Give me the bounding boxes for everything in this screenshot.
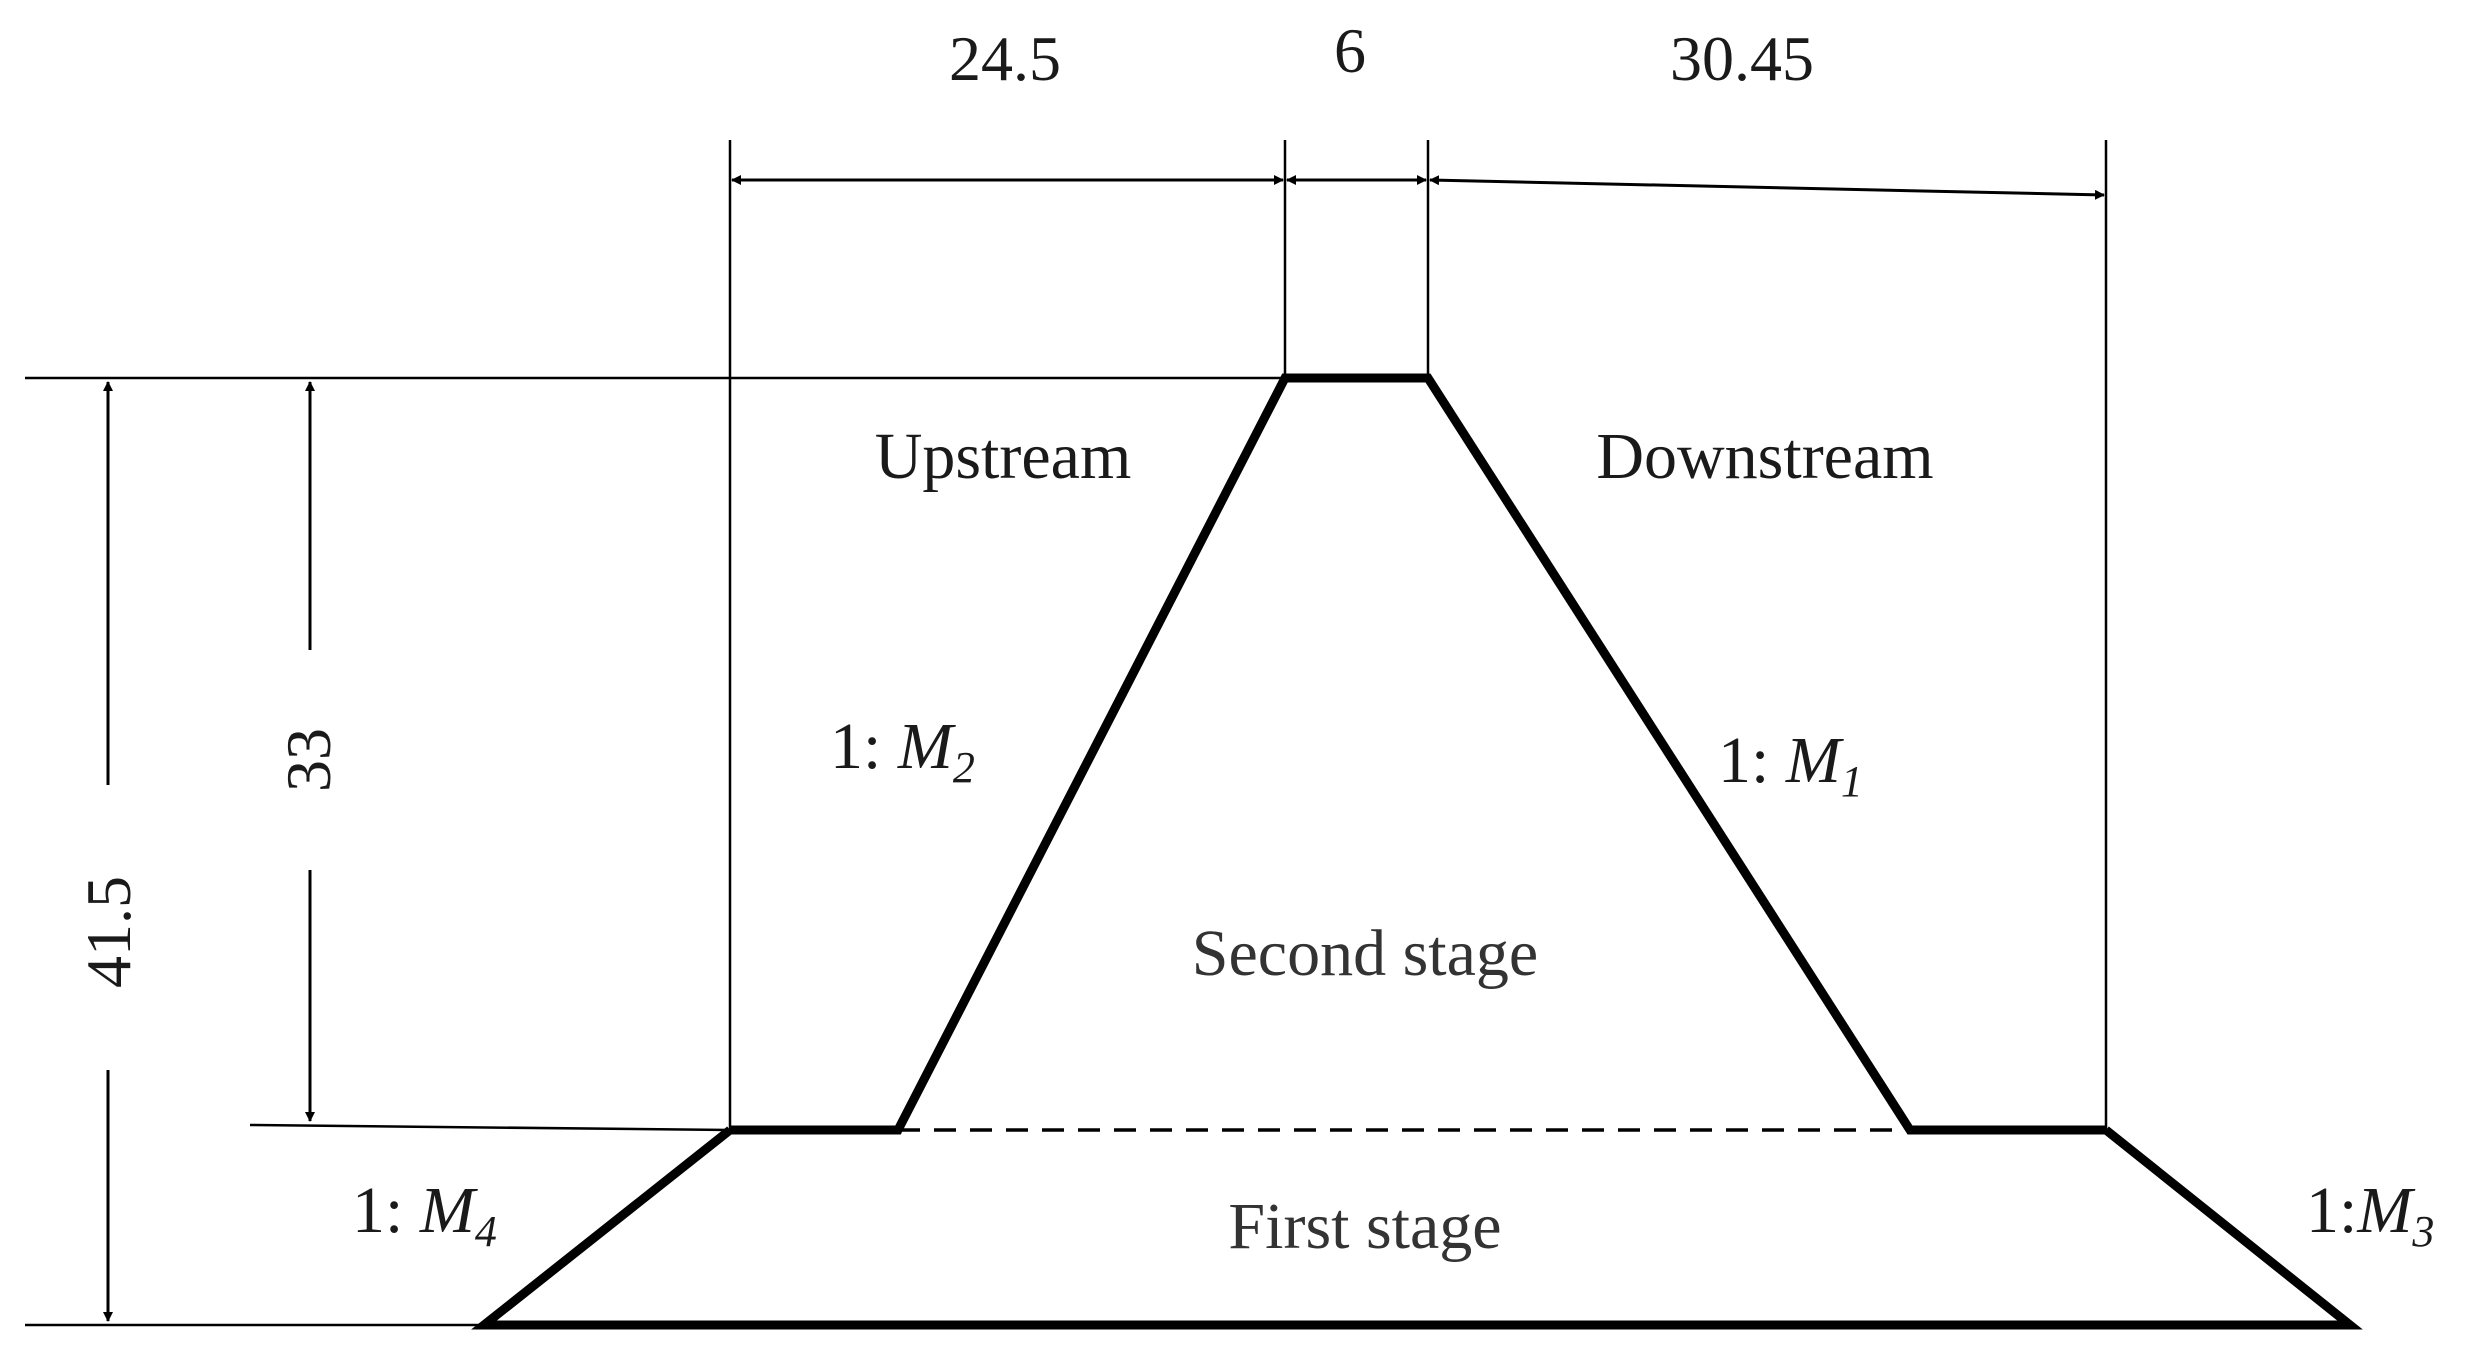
label-downstream: Downstream (1596, 420, 1933, 493)
slope-label-m1: 1: M1 (1718, 724, 1863, 806)
label-second-stage: Second stage (1192, 917, 1538, 990)
slope-label-m3: 1:M3 (2306, 1174, 2434, 1256)
dam-outline (471, 373, 2363, 1330)
slope-m3-symbol: M (2356, 1174, 2416, 1247)
first-stage-outline (471, 1126, 2363, 1330)
slope-m2-prefix: 1: (830, 710, 898, 783)
extension-lines (25, 140, 2108, 1327)
slope-m2-symbol: M (897, 710, 957, 783)
horizontal-dimensions (731, 175, 2105, 200)
slope-m1-subscript: 1 (1841, 757, 1863, 806)
label-first-stage: First stage (1228, 1190, 1501, 1263)
dim-arrow-downstream-width (1429, 175, 2105, 200)
label-downstream-width: 30.45 (1670, 23, 1814, 94)
label-upstream: Upstream (875, 420, 1132, 493)
slope-label-m2: 1: M2 (830, 710, 975, 792)
slope-m3-subscript: 3 (2411, 1207, 2434, 1256)
second-stage-outline (730, 373, 2106, 1135)
slope-m4-prefix: 1: (352, 1174, 420, 1247)
vertical-dimensions (103, 381, 315, 1322)
slope-m1-symbol: M (1785, 724, 1845, 797)
label-crest-width: 6 (1334, 15, 1366, 86)
slope-m3-prefix: 1: (2306, 1174, 2357, 1247)
label-upstream-width: 24.5 (949, 23, 1061, 94)
label-second-stage-height: 33 (273, 728, 344, 792)
slope-m1-prefix: 1: (1718, 724, 1786, 797)
slope-label-m4: 1: M4 (352, 1174, 497, 1256)
slope-m2-subscript: 2 (953, 743, 975, 792)
label-total-height: 41.5 (73, 876, 144, 988)
ext-line-berm-level (249, 1123, 731, 1132)
slope-m4-subscript: 4 (475, 1207, 497, 1256)
slope-m4-symbol: M (419, 1174, 479, 1247)
